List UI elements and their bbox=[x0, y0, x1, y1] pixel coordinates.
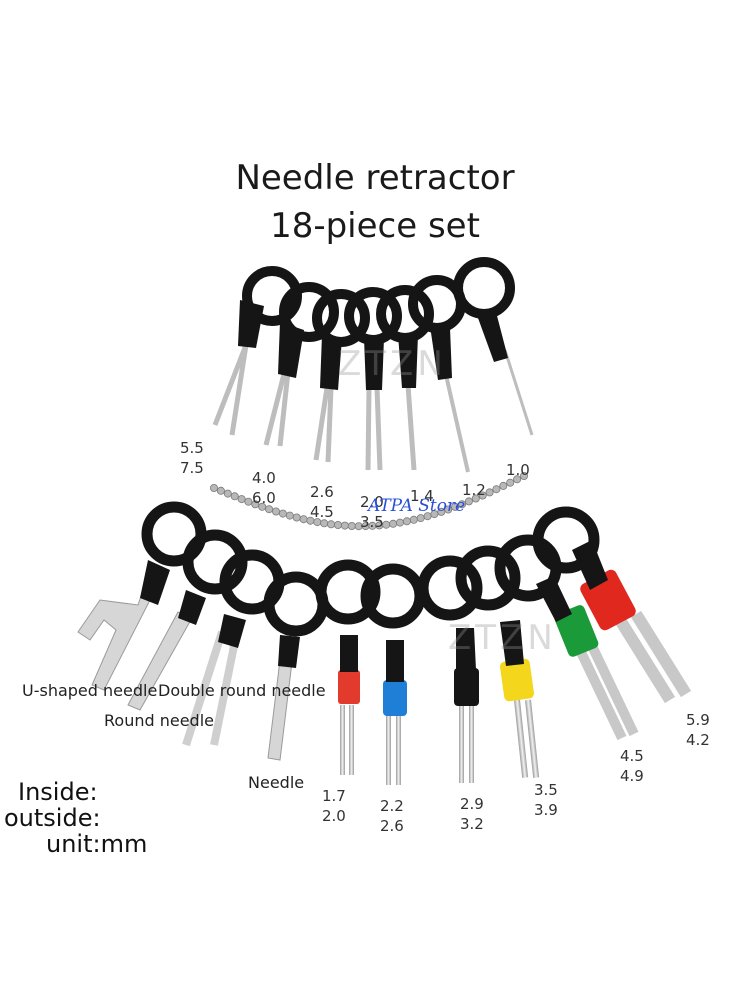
legend-unit: unit:mm bbox=[46, 830, 148, 858]
chain-bead bbox=[285, 511, 294, 520]
chain-bead bbox=[299, 515, 308, 524]
top-tool-1 bbox=[212, 266, 302, 436]
chain-bead bbox=[513, 475, 522, 484]
chain-bead bbox=[278, 509, 287, 518]
chain-bead bbox=[340, 521, 349, 530]
u-shaped-needle-tool bbox=[77, 501, 207, 691]
chain-bead bbox=[244, 497, 253, 506]
chain-bead bbox=[251, 500, 260, 509]
brand-watermark-bottom: ZTZN bbox=[448, 618, 557, 658]
sleeve-tool-black bbox=[417, 555, 483, 783]
sleeve-tool-yellow bbox=[455, 545, 540, 778]
chain-bead bbox=[444, 505, 453, 514]
legend-inside: Inside: bbox=[18, 778, 98, 806]
chain-bead bbox=[395, 518, 404, 527]
chain-bead bbox=[237, 495, 246, 504]
chain-bead bbox=[389, 519, 398, 528]
label-round-needle: Round needle bbox=[104, 711, 214, 730]
sleeve-tool-red-large bbox=[532, 506, 692, 704]
label-u-shaped-needle: U-shaped needle bbox=[22, 681, 158, 700]
store-watermark: ATPA Store bbox=[368, 496, 466, 516]
brand-watermark-top: ZTZN bbox=[338, 344, 447, 384]
chain-bead bbox=[478, 491, 487, 500]
needle-tool bbox=[263, 571, 329, 761]
chain-bead bbox=[485, 488, 494, 497]
chain-bead bbox=[471, 494, 480, 503]
chain-bead bbox=[451, 502, 460, 511]
top-tool-2 bbox=[263, 282, 339, 447]
size-label-top-6: 1.2 bbox=[462, 481, 486, 499]
label-double-round-needle: Double round needle bbox=[158, 681, 326, 700]
chain-bead bbox=[292, 513, 301, 522]
chain-bead bbox=[457, 500, 466, 509]
size-label-top-7: 1.0 bbox=[506, 461, 530, 479]
legend-outside: outside: bbox=[4, 804, 101, 832]
label-needle: Needle bbox=[248, 773, 305, 792]
chain-bead bbox=[265, 505, 274, 514]
chain-bead bbox=[230, 492, 239, 501]
size-label-top-5: 1.4 bbox=[410, 487, 434, 505]
chain-bead bbox=[333, 521, 342, 530]
chain-bead bbox=[258, 502, 267, 511]
ball-chain bbox=[209, 471, 529, 531]
chain-bead bbox=[520, 471, 529, 480]
chain-bead bbox=[223, 489, 232, 498]
sleeve-tool-green bbox=[494, 534, 639, 741]
chain-bead bbox=[347, 522, 356, 531]
top-tool-3 bbox=[312, 289, 370, 463]
chain-bead bbox=[499, 481, 508, 490]
chain-bead bbox=[492, 485, 501, 494]
top-tool-5 bbox=[376, 285, 434, 471]
sleeve-tool-red bbox=[315, 559, 381, 775]
chain-bead bbox=[216, 486, 225, 495]
chain-bead bbox=[209, 483, 218, 492]
chain-bead bbox=[402, 517, 411, 526]
chain-bead bbox=[464, 497, 473, 506]
chain-bead bbox=[409, 515, 418, 524]
top-tool-4 bbox=[344, 287, 402, 471]
page-title: Needle retractor bbox=[235, 158, 515, 198]
page-subtitle: 18-piece set bbox=[270, 206, 480, 246]
chain-bead bbox=[271, 507, 280, 516]
chain-bead bbox=[437, 507, 446, 516]
chain-bead bbox=[506, 478, 515, 487]
top-tool-7 bbox=[453, 257, 534, 436]
